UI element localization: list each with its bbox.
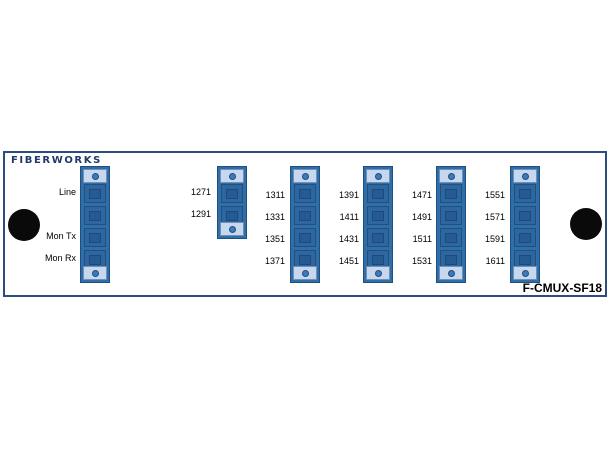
fiber-patch-panel: FIBERWORKS F-CMUX-SF18 Line Mon Tx Mon R…: [3, 151, 607, 297]
module-cap-bottom: [220, 222, 244, 236]
port-socket-icon: [445, 255, 457, 265]
port-socket-icon: [372, 189, 384, 199]
port-socket-icon: [89, 211, 101, 221]
label-1391: 1391: [338, 190, 359, 200]
label-1311: 1311: [265, 190, 285, 200]
screw-icon: [229, 173, 236, 180]
mounting-hole-right: [570, 208, 602, 240]
port-unlabeled[interactable]: [84, 206, 106, 225]
label-1371: 1371: [264, 256, 285, 266]
port-socket-icon: [372, 255, 384, 265]
port-1351[interactable]: [294, 228, 316, 247]
port-socket-icon: [299, 189, 311, 199]
port-socket-icon: [89, 255, 101, 265]
port-line[interactable]: [84, 184, 106, 203]
label-1591: 1591: [484, 234, 505, 244]
port-1611[interactable]: [514, 250, 536, 269]
port-socket-icon: [89, 189, 101, 199]
label-1331: 1331: [264, 212, 285, 222]
screw-icon: [375, 173, 382, 180]
label-1551: 1551: [484, 190, 505, 200]
connector-module-1311: [290, 166, 320, 283]
label-1351: 1351: [264, 234, 285, 244]
label-1451: 1451: [338, 256, 359, 266]
mounting-hole-left: [8, 209, 40, 241]
label-1571: 1571: [484, 212, 505, 222]
port-1471[interactable]: [440, 184, 462, 203]
module-cap-top: [293, 169, 317, 183]
port-1291[interactable]: [221, 206, 243, 225]
port-1491[interactable]: [440, 206, 462, 225]
module-cap-top: [83, 169, 107, 183]
label-line: Line: [58, 187, 76, 197]
module-cap-top: [220, 169, 244, 183]
screw-icon: [302, 173, 309, 180]
screw-icon: [375, 270, 382, 277]
connector-module-1391: [363, 166, 393, 283]
port-socket-icon: [519, 189, 531, 199]
screw-icon: [229, 226, 236, 233]
port-1371[interactable]: [294, 250, 316, 269]
port-1411[interactable]: [367, 206, 389, 225]
port-1551[interactable]: [514, 184, 536, 203]
screw-icon: [522, 270, 529, 277]
module-cap-top: [366, 169, 390, 183]
port-1271[interactable]: [221, 184, 243, 203]
module-cap-bottom: [293, 266, 317, 280]
screw-icon: [302, 270, 309, 277]
port-1331[interactable]: [294, 206, 316, 225]
label-1491: 1491: [411, 212, 432, 222]
port-socket-icon: [519, 255, 531, 265]
label-1611: 1611: [485, 256, 505, 266]
label-1271: 1271: [190, 187, 211, 197]
connector-module-1551: [510, 166, 540, 283]
module-cap-bottom: [83, 266, 107, 280]
port-1311[interactable]: [294, 184, 316, 203]
port-socket-icon: [445, 233, 457, 243]
label-1511: 1511: [412, 234, 432, 244]
screw-icon: [92, 173, 99, 180]
port-socket-icon: [226, 211, 238, 221]
label-mon-rx: Mon Rx: [44, 253, 76, 263]
brand-logo: FIBERWORKS: [11, 155, 102, 166]
label-1291: 1291: [190, 209, 211, 219]
port-mon-tx[interactable]: [84, 228, 106, 247]
screw-icon: [522, 173, 529, 180]
module-cap-top: [439, 169, 463, 183]
connector-module-line: [80, 166, 110, 283]
port-1431[interactable]: [367, 228, 389, 247]
screw-icon: [92, 270, 99, 277]
module-cap-bottom: [439, 266, 463, 280]
port-socket-icon: [89, 233, 101, 243]
port-socket-icon: [445, 189, 457, 199]
screw-icon: [448, 173, 455, 180]
port-socket-icon: [299, 255, 311, 265]
port-socket-icon: [372, 211, 384, 221]
module-cap-bottom: [513, 266, 537, 280]
port-1511[interactable]: [440, 228, 462, 247]
port-socket-icon: [226, 189, 238, 199]
module-cap-bottom: [366, 266, 390, 280]
port-socket-icon: [299, 211, 311, 221]
screw-icon: [448, 270, 455, 277]
label-mon-tx: Mon Tx: [46, 231, 76, 241]
module-cap-top: [513, 169, 537, 183]
port-1571[interactable]: [514, 206, 536, 225]
label-1411: 1411: [339, 212, 359, 222]
port-socket-icon: [372, 233, 384, 243]
port-socket-icon: [519, 211, 531, 221]
port-1591[interactable]: [514, 228, 536, 247]
connector-module-1471: [436, 166, 466, 283]
port-socket-icon: [445, 211, 457, 221]
port-socket-icon: [299, 233, 311, 243]
port-1391[interactable]: [367, 184, 389, 203]
connector-module-1271: [217, 166, 247, 239]
label-1431: 1431: [338, 234, 359, 244]
model-number: F-CMUX-SF18: [522, 281, 602, 295]
port-socket-icon: [519, 233, 531, 243]
label-1471: 1471: [411, 190, 432, 200]
label-1531: 1531: [411, 256, 432, 266]
